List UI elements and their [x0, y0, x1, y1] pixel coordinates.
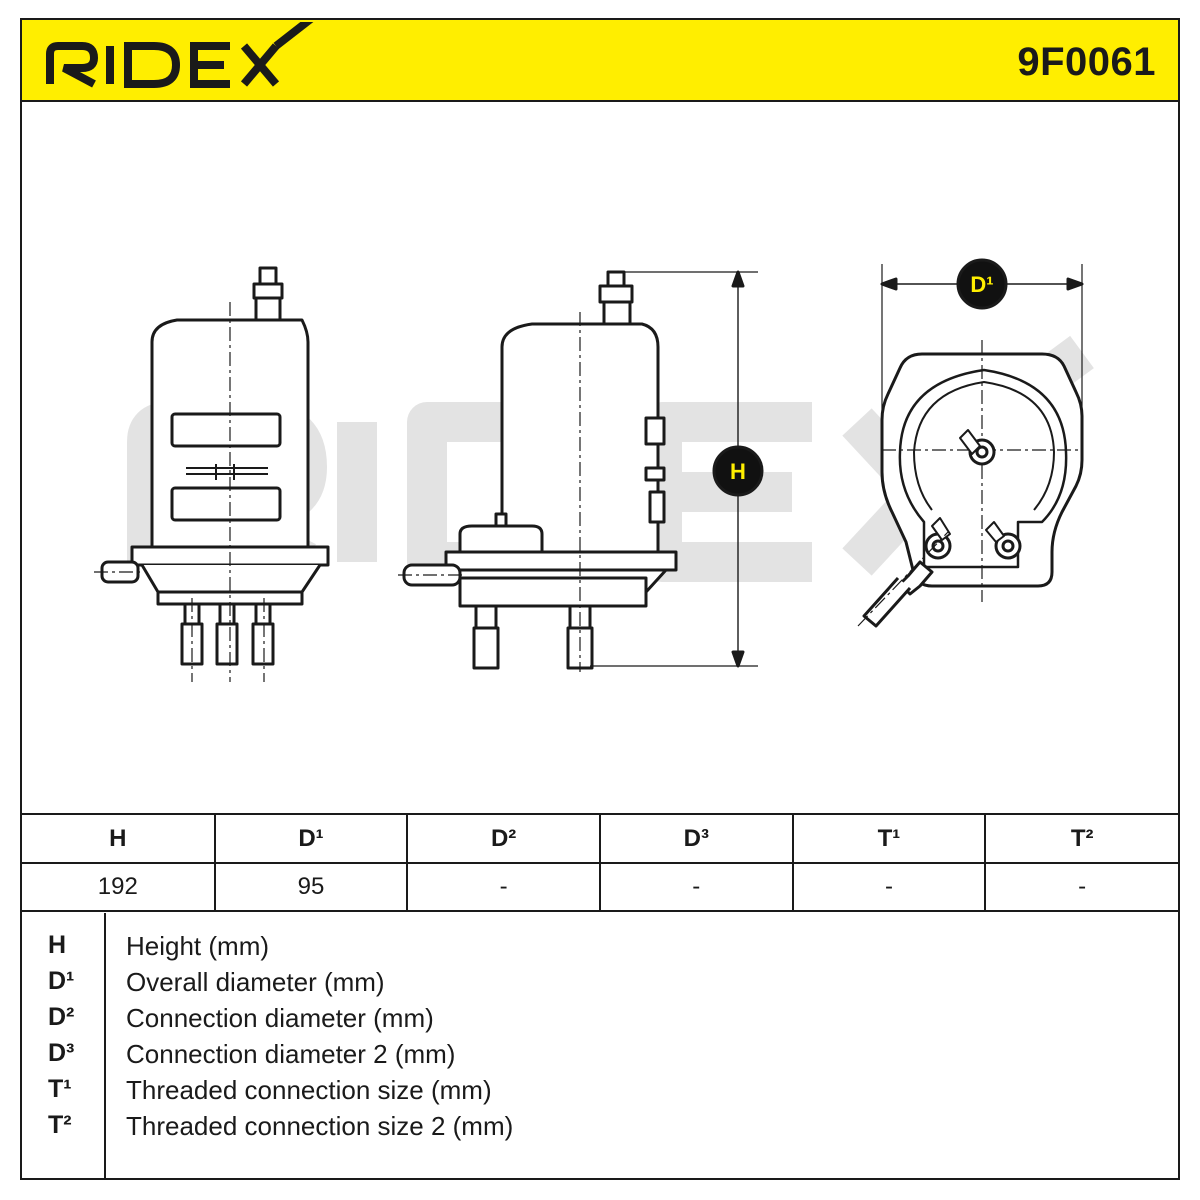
value-d3: - — [599, 863, 794, 912]
column-header-h: H — [22, 815, 216, 864]
column-header-d3: D³ — [599, 815, 794, 864]
legend-symbol: T² — [48, 1111, 72, 1139]
legend-item: T² Threaded connection size 2 (mm) — [22, 1111, 1178, 1147]
value-t2: - — [985, 863, 1178, 912]
legend-description: Overall diameter (mm) — [126, 967, 385, 997]
value-d1: 95 — [214, 863, 409, 912]
dimensions-header-row: H D¹ D² D³ T¹ T² — [22, 815, 1178, 864]
legend-symbol: D³ — [48, 1039, 75, 1067]
column-header-d2: D² — [407, 815, 601, 864]
value-d2: - — [407, 863, 601, 912]
dimensions-table: H D¹ D² D³ T¹ T² 192 95 - - - - — [22, 815, 1178, 912]
column-header-t1: T¹ — [792, 815, 987, 864]
legend-symbol: D¹ — [48, 967, 75, 995]
part-number: 9F0061 — [1017, 40, 1156, 84]
value-t1: - — [792, 863, 987, 912]
column-header-d1: D¹ — [214, 815, 409, 864]
legend-description: Connection diameter (mm) — [126, 1003, 434, 1033]
legend-item: D³ Connection diameter 2 (mm) — [22, 1039, 1178, 1075]
technical-drawing: H — [22, 102, 1178, 815]
filter-side-view: H — [398, 270, 764, 672]
legend-symbol: T¹ — [48, 1075, 72, 1103]
dimensions-value-row: 192 95 - - - - — [22, 863, 1178, 912]
brand-logo — [44, 14, 324, 103]
legend-item: H Height (mm) — [22, 931, 1178, 967]
column-header-t2: T² — [985, 815, 1178, 864]
header-bar: 9F0061 — [22, 14, 1178, 103]
height-dimension-label: H — [730, 459, 746, 484]
value-h: 192 — [22, 863, 216, 912]
legend-description: Height (mm) — [126, 931, 270, 961]
datasheet: 9F0061 — [20, 14, 1180, 1180]
legend-item: T¹ Threaded connection size (mm) — [22, 1075, 1178, 1111]
filter-front-view — [94, 266, 330, 682]
legend-description: Threaded connection size 2 (mm) — [126, 1111, 514, 1141]
filter-top-view: D¹ — [857, 258, 1084, 628]
diameter-dimension-label: D¹ — [970, 272, 993, 297]
legend-description: Connection diameter 2 (mm) — [126, 1039, 456, 1069]
legend-symbol: H — [48, 931, 67, 959]
legend-item: D¹ Overall diameter (mm) — [22, 967, 1178, 1003]
legend: H Height (mm) D¹ Overall diameter (mm) D… — [22, 913, 1178, 1180]
legend-item: D² Connection diameter (mm) — [22, 1003, 1178, 1039]
legend-divider — [104, 913, 106, 1180]
legend-description: Threaded connection size (mm) — [126, 1075, 492, 1105]
legend-symbol: D² — [48, 1003, 75, 1031]
